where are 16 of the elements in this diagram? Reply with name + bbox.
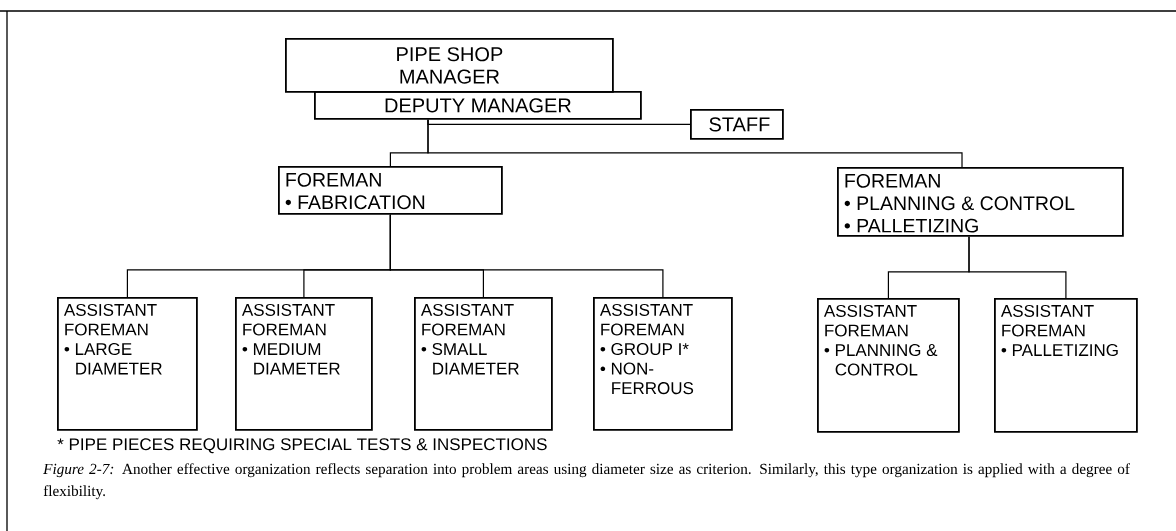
assistant-foreman-box: ASSISTANT FOREMAN • PALLETIZING (994, 298, 1138, 433)
assistant-foreman-box: ASSISTANT FOREMAN • LARGE DIAMETER (57, 297, 198, 431)
assistant-foreman-box: ASSISTANT FOREMAN • PLANNING & CONTROL (817, 298, 960, 433)
manager-box: PIPE SHOP MANAGER (285, 38, 614, 93)
connector-line (427, 119, 963, 168)
caption: Figure 2-7: Another effective organization reflects separation into problem areas using diameter size as criterion. Similarly, this type organization is applied with a degree of flexibility. (43, 463, 1130, 500)
staff-box: STAFF (690, 109, 784, 140)
foreman-box: FOREMAN • FABRICATION (278, 166, 503, 215)
deputy-box: DEPUTY MANAGER (314, 91, 642, 120)
footnote: * PIPE PIECES REQUIRING SPECIAL TESTS & INSPECTIONS (57, 438, 547, 454)
connector-line (389, 214, 664, 298)
assistant-foreman-box: ASSISTANT FOREMAN • MEDIUM DIAMETER (235, 297, 373, 431)
foreman-box: FOREMAN • PLANNING & CONTROL • PALLETIZING (837, 167, 1124, 237)
assistant-foreman-box: ASSISTANT FOREMAN • SMALL DIAMETER (414, 297, 553, 431)
assistant-foreman-box: ASSISTANT FOREMAN • GROUP I* • NON-FERROUS (593, 297, 733, 431)
connector-line (968, 236, 1067, 299)
